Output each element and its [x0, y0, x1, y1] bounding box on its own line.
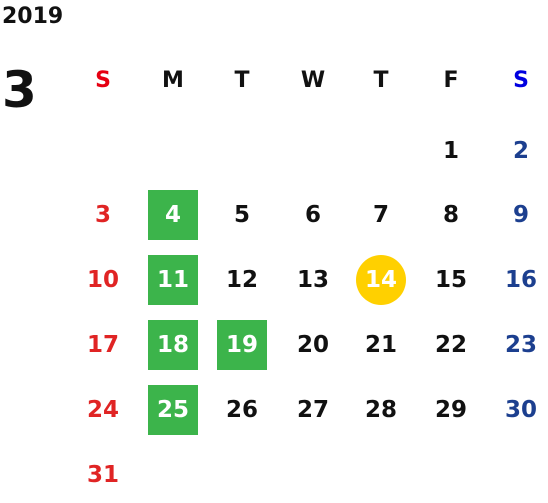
calendar-day[interactable]: 23 — [504, 332, 537, 358]
calendar-day[interactable]: 9 — [512, 202, 529, 228]
weekday-header-friday: F — [443, 68, 459, 93]
weekday-header-thursday: T — [373, 68, 389, 93]
calendar-day[interactable]: 6 — [304, 202, 321, 228]
calendar-day[interactable]: 12 — [225, 267, 258, 293]
calendar-day[interactable]: 3 — [94, 202, 111, 228]
calendar-day[interactable]: 15 — [434, 267, 467, 293]
weekday-header-saturday: S — [513, 68, 529, 93]
calendar-day[interactable]: 7 — [372, 202, 389, 228]
weekday-header-wednesday: W — [300, 68, 326, 93]
month-number: 3 — [2, 61, 37, 119]
calendar-day[interactable]: 27 — [296, 397, 329, 423]
calendar-day-marked[interactable]: 19 — [217, 320, 267, 370]
calendar-day[interactable]: 21 — [364, 332, 397, 358]
calendar-day[interactable]: 20 — [296, 332, 329, 358]
calendar-day-today[interactable]: 14 — [356, 255, 406, 305]
year-label: 2019 — [2, 4, 64, 29]
calendar-day[interactable]: 2 — [512, 138, 529, 164]
weekday-header-sunday: S — [95, 68, 111, 93]
calendar-day-marked[interactable]: 18 — [148, 320, 198, 370]
calendar-day-marked[interactable]: 4 — [148, 190, 198, 240]
calendar-day[interactable]: 26 — [225, 397, 258, 423]
calendar-day-marked[interactable]: 25 — [148, 385, 198, 435]
calendar-day[interactable]: 31 — [86, 462, 119, 488]
calendar-day[interactable]: 5 — [233, 202, 250, 228]
calendar-day[interactable]: 22 — [434, 332, 467, 358]
calendar-day-marked[interactable]: 11 — [148, 255, 198, 305]
calendar-day[interactable]: 16 — [504, 267, 537, 293]
weekday-header-tuesday: T — [234, 68, 250, 93]
calendar-day[interactable]: 13 — [296, 267, 329, 293]
calendar-day[interactable]: 10 — [86, 267, 119, 293]
calendar-day[interactable]: 24 — [86, 397, 119, 423]
calendar-day[interactable]: 29 — [434, 397, 467, 423]
weekday-header-monday: M — [162, 68, 184, 93]
calendar-day[interactable]: 28 — [364, 397, 397, 423]
calendar-day[interactable]: 1 — [442, 138, 459, 164]
calendar-day[interactable]: 30 — [504, 397, 537, 423]
calendar-day[interactable]: 8 — [442, 202, 459, 228]
calendar-day[interactable]: 17 — [86, 332, 119, 358]
